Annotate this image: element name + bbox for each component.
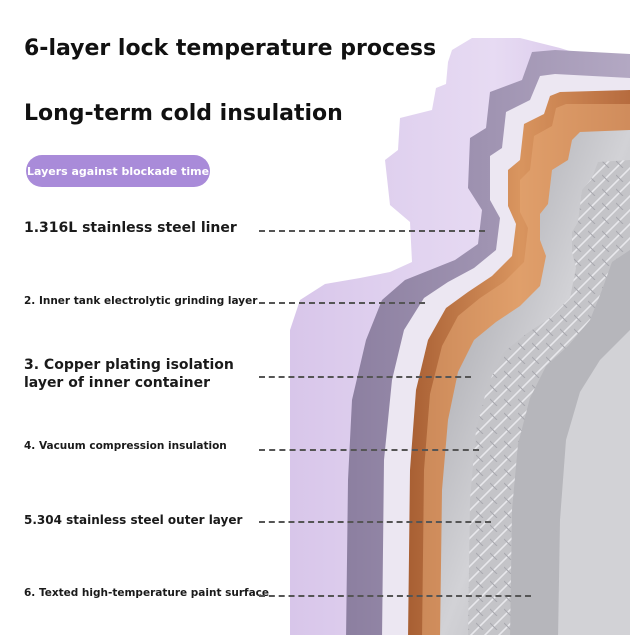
layer-label-4: 4. Vacuum compression insulation [24, 440, 227, 452]
leader-line-1 [259, 230, 485, 232]
leader-line-2 [259, 302, 425, 304]
leader-line-3 [259, 376, 471, 378]
leader-line-5 [259, 521, 491, 523]
layer-label-5: 5.304 stainless steel outer layer [24, 513, 243, 527]
headline: 6-layer lock temperature process [24, 36, 437, 61]
layer-label-6: 6. Texted high-temperature paint surface [24, 587, 270, 599]
layer-label-2: 2. Inner tank electrolytic grinding laye… [24, 295, 258, 307]
layers-badge: Layers against blockade time [26, 155, 210, 187]
leader-line-6 [259, 595, 531, 597]
subheadline: Long-term cold insulation [24, 101, 343, 126]
layer-label-1: 1.316L stainless steel liner [24, 220, 237, 236]
leader-line-4 [259, 449, 479, 451]
layer-label-3: 3. Copper plating isolation layer of inn… [24, 357, 234, 391]
